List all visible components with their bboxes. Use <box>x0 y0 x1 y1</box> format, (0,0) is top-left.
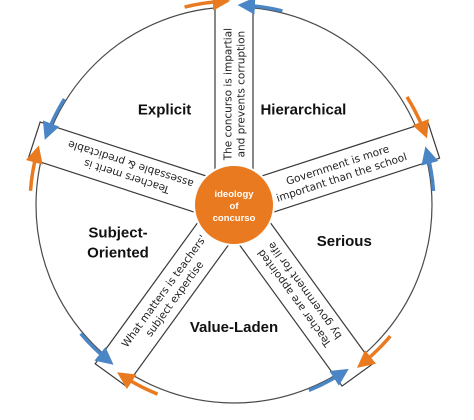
center-text-line: ideology <box>214 189 254 200</box>
orange-cycle-arrow <box>117 372 159 396</box>
spoke-text-line: The concurso is impartial <box>223 28 235 161</box>
sector-subject-oriented-label: Oriented <box>87 245 149 262</box>
spoke-text-line: and prevents corruption <box>236 31 248 158</box>
blue-cycle-arrow <box>42 98 66 140</box>
center-circle <box>193 164 275 246</box>
orange-cycle-arrow <box>25 145 43 191</box>
blue-cycle-arrow <box>79 332 114 365</box>
center-text-line: of <box>230 201 240 212</box>
orange-cycle-arrow <box>184 0 231 11</box>
orange-cycle-arrow <box>405 95 429 139</box>
blue-cycle-arrow <box>237 0 283 15</box>
sector-subject-oriented-label: Subject- <box>88 225 147 242</box>
sector-value-laden-label: Value-Laden <box>190 319 278 336</box>
blue-cycle-arrow <box>308 368 349 393</box>
sector-hierarchical-label: Hierarchical <box>260 102 346 119</box>
sector-explicit-label: Explicit <box>138 102 191 119</box>
center-text-line: concurso <box>213 213 256 224</box>
blue-cycle-arrow <box>421 146 439 192</box>
sector-serious-label: Serious <box>317 233 372 250</box>
orange-cycle-arrow <box>356 334 392 368</box>
